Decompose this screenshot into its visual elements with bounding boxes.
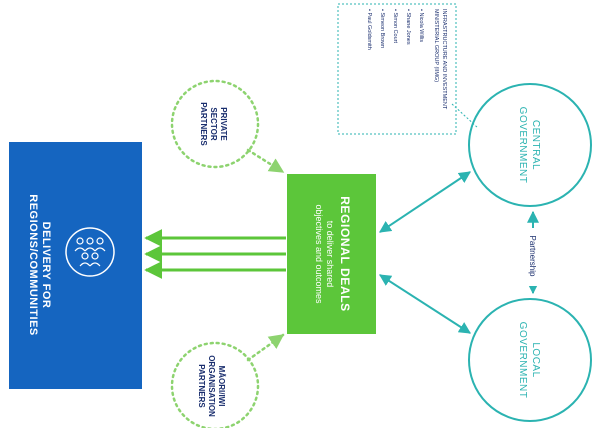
ministerial-group-text: INFRASTRUCTURE AND INVESTMENT MINISTERIA… [366, 9, 447, 110]
central-government-line-1: CENTRAL [530, 120, 541, 170]
maori-iwi-line-1: MĀORI/IWI [217, 366, 226, 407]
private-sector-label: PRIVATE SECTOR PARTNERS [199, 102, 228, 146]
ministerial-member: Shane Jones [405, 12, 411, 44]
partnership-label: Partnership [528, 236, 537, 277]
local-government-line-1: LOCAL [530, 342, 541, 377]
local-government-label: LOCAL GOVERNMENT [517, 322, 541, 399]
partnership-label-background [527, 228, 539, 286]
local-government-line-2: GOVERNMENT [517, 322, 528, 399]
svg-text:• Nicola Willis: • Nicola Willis [418, 9, 424, 42]
maori-iwi-line-2: ORGANISATION [207, 355, 216, 417]
regional-deals-title: REGIONAL DEALS [338, 196, 352, 312]
regional-deals-subtitle-line-2: objectives and outcomes [314, 204, 324, 304]
ministerial-group-connector [451, 103, 479, 129]
private-sector-arrow [246, 148, 285, 174]
maori-iwi-line-3: PARTNERS [197, 364, 206, 408]
central-government-line-2: GOVERNMENT [517, 107, 528, 184]
ministerial-member: Simon Court [392, 12, 398, 43]
regional-deals-label: REGIONAL DEALS to deliver shared objecti… [314, 196, 352, 312]
regional-deals-box [287, 174, 376, 334]
svg-text:• Simon Court: • Simon Court [392, 9, 398, 44]
ministerial-member: Simeon Brown [379, 12, 385, 48]
central-government-arrow [379, 171, 471, 233]
local-government-arrow [378, 274, 472, 334]
local-government-circle [468, 298, 592, 422]
private-sector-line-2: SECTOR [209, 107, 218, 140]
delivery-title-line-1: DELIVERY FOR [40, 222, 52, 309]
private-sector-line-1: PRIVATE [219, 107, 228, 141]
ministerial-member: Paul Goldsmith [366, 12, 372, 49]
central-government-circle [468, 83, 592, 207]
delivery-title-line-2: REGIONS/COMMUNITIES [27, 194, 39, 336]
maori-iwi-arrow [246, 333, 285, 362]
delivery-box [9, 142, 142, 389]
ministerial-group-box [337, 3, 457, 135]
ministerial-group-heading-line-2: MINISTERIAL GROUP (IIMG) [433, 9, 439, 82]
private-sector-circle [170, 79, 260, 169]
ministerial-group-heading-line-1: INFRASTRUCTURE AND INVESTMENT [441, 9, 447, 110]
community-icon [65, 227, 115, 277]
maori-iwi-label: MĀORI/IWI ORGANISATION PARTNERS [197, 355, 226, 417]
private-sector-line-3: PARTNERS [199, 102, 208, 146]
regional-deals-subtitle-line-1: to deliver shared [325, 221, 335, 288]
ministerial-member: Nicola Willis [418, 12, 424, 42]
central-government-label: CENTRAL GOVERNMENT [517, 107, 541, 184]
svg-text:• Shane Jones: • Shane Jones [405, 9, 411, 45]
svg-text:• Simeon Brown: • Simeon Brown [379, 9, 385, 48]
svg-text:• Paul Goldsmith: • Paul Goldsmith [366, 9, 372, 50]
